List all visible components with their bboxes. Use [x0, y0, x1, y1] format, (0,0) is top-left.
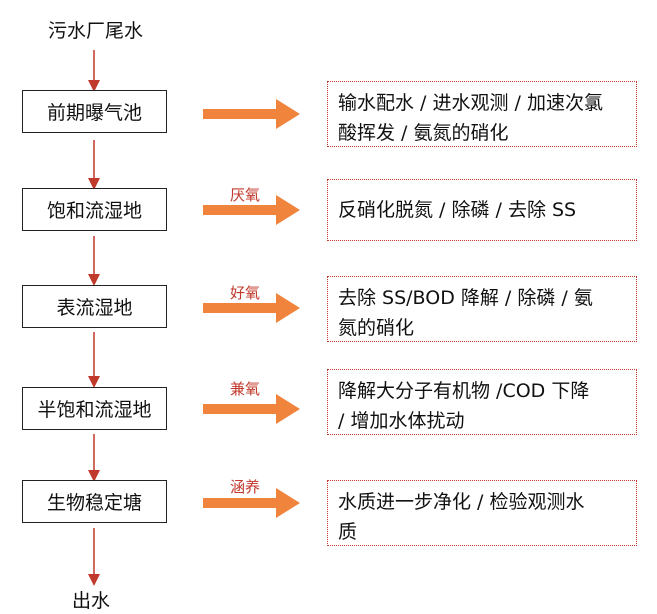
function-line: / 增加水体扰动	[338, 410, 465, 432]
function-line: 反硝化脱氮 / 除磷 / 去除 SS	[338, 199, 577, 221]
process-arrow-2	[203, 195, 300, 225]
stage-box-surface-flow-wetland: 表流湿地	[22, 285, 167, 328]
stage-box-semi-saturated-wetland: 半饱和流湿地	[22, 387, 167, 430]
condition-label-anaerobic: 厌氧	[229, 186, 260, 204]
stage-functions-saturated-wetland: 反硝化脱氮 / 除磷 / 去除 SS	[327, 179, 637, 241]
process-arrow-3	[203, 293, 300, 323]
stage-functions-aeration-pond: 输水配水 / 进水观测 / 加速次氯 酸挥发 / 氨氮的硝化	[327, 81, 637, 147]
function-line: 氮的硝化	[338, 317, 415, 339]
function-line: 水质进一步净化 / 检验观测水	[338, 491, 585, 513]
stage-functions-surface-flow-wetland: 去除 SS/BOD 降解 / 除磷 / 氨 氮的硝化	[327, 276, 637, 342]
condition-label-conservation: 涵养	[229, 478, 260, 496]
source-label: 污水厂尾水	[48, 20, 144, 42]
process-arrow-1	[203, 99, 300, 129]
function-line: 降解大分子有机物 /COD 下降	[338, 380, 590, 402]
process-arrow-5	[203, 488, 300, 518]
stage-functions-semi-saturated-wetland: 降解大分子有机物 /COD 下降 / 增加水体扰动	[327, 369, 637, 435]
stage-box-aeration-pond: 前期曝气池	[22, 90, 167, 133]
outlet-label: 出水	[72, 590, 111, 612]
process-arrow-4	[203, 394, 300, 424]
stage-box-saturated-wetland: 饱和流湿地	[22, 188, 167, 231]
stage-functions-stabilization-pond: 水质进一步净化 / 检验观测水 质	[327, 480, 637, 546]
stage-box-stabilization-pond: 生物稳定塘	[22, 480, 167, 523]
function-line: 输水配水 / 进水观测 / 加速次氯	[338, 92, 603, 114]
condition-label-aerobic: 好氧	[229, 284, 260, 302]
condition-label-facultative: 兼氧	[229, 380, 260, 398]
function-line: 酸挥发 / 氨氮的硝化	[338, 122, 509, 144]
function-line: 质	[338, 521, 358, 543]
function-line: 去除 SS/BOD 降解 / 除磷 / 氨	[338, 287, 593, 309]
